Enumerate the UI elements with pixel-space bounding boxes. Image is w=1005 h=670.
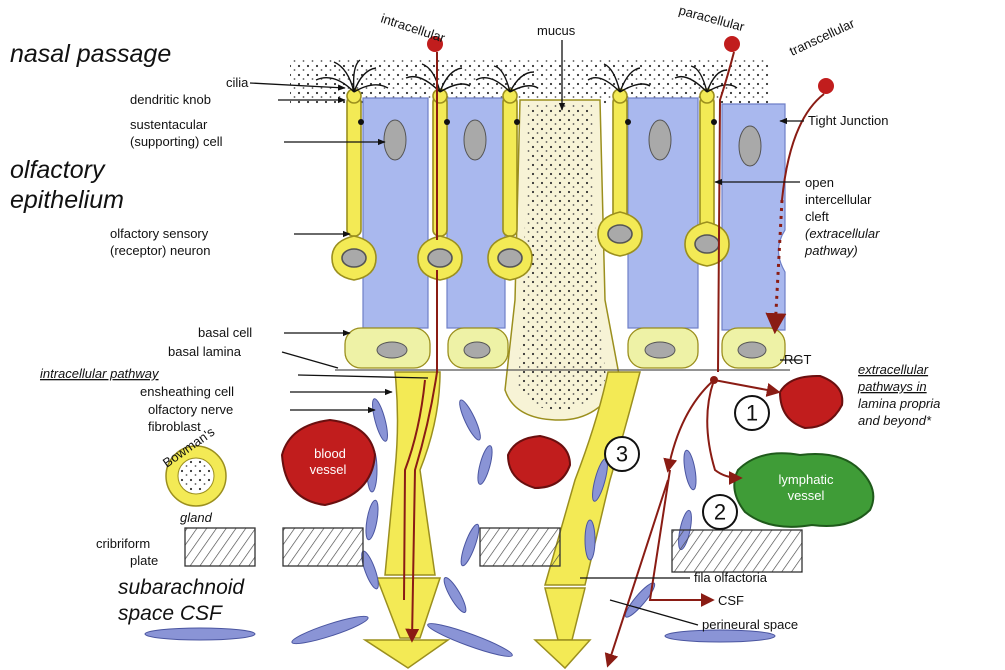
blood-vessel-small bbox=[508, 436, 570, 488]
region-olfactory-line2: epithelium bbox=[10, 186, 124, 214]
label-cilia: cilia bbox=[226, 75, 249, 90]
label-cribriform-2: plate bbox=[130, 553, 158, 568]
label-intracellular: intracellular bbox=[379, 11, 447, 46]
label-extracellular-3: lamina propria bbox=[858, 396, 940, 411]
label-sustentacular-1: sustentacular bbox=[130, 117, 208, 132]
left-fila-tip bbox=[377, 578, 440, 638]
region-nasal-passage: nasal passage bbox=[10, 40, 171, 68]
label-basal-cell: basal cell bbox=[198, 325, 252, 340]
label-fibroblast-2: fibroblast bbox=[148, 419, 201, 434]
right-fila-tip bbox=[545, 588, 585, 640]
label-fibroblast-1: olfactory nerve bbox=[148, 402, 233, 417]
label-csf: CSF bbox=[718, 593, 744, 608]
label-cleft-5: pathway) bbox=[804, 243, 858, 258]
svg-text:2: 2 bbox=[714, 500, 726, 525]
svg-text:3: 3 bbox=[616, 442, 628, 467]
label-lymph-1: lymphatic bbox=[779, 472, 834, 487]
label-dendritic-knob: dendritic knob bbox=[130, 92, 211, 107]
label-fila-olfactoria: fila olfactoria bbox=[694, 570, 768, 585]
label-cleft-3: cleft bbox=[805, 209, 829, 224]
marker-3: 3 bbox=[605, 437, 639, 471]
region-subarachnoid-line2: space CSF bbox=[118, 602, 223, 625]
label-sustentacular-2: (supporting) cell bbox=[130, 134, 223, 149]
label-extracellular-1: extracellular bbox=[858, 362, 929, 377]
label-mucus: mucus bbox=[537, 23, 576, 38]
label-rgt: RGT bbox=[784, 352, 812, 367]
region-subarachnoid-line1: subarachnoid bbox=[118, 576, 245, 599]
right-axon-arrowhead bbox=[535, 640, 590, 668]
label-tight-junction: Tight Junction bbox=[808, 113, 888, 128]
label-paracellular: paracellular bbox=[677, 2, 746, 34]
label-blood-1: blood bbox=[314, 446, 346, 461]
label-ensheathing-cell: ensheathing cell bbox=[140, 384, 234, 399]
label-blood-2: vessel bbox=[310, 462, 347, 477]
label-intracellular-pathway: intracellular pathway bbox=[40, 366, 160, 381]
left-axon-arrowhead bbox=[365, 640, 448, 668]
label-cleft-2: intercellular bbox=[805, 192, 872, 207]
label-gland: gland bbox=[180, 510, 213, 525]
blood-vessel-lamina bbox=[780, 376, 842, 428]
label-cleft-4: (extracellular bbox=[805, 226, 880, 241]
cribriform-plate bbox=[185, 528, 802, 572]
label-extracellular-2: pathways in bbox=[857, 379, 927, 394]
label-basal-lamina: basal lamina bbox=[168, 344, 242, 359]
svg-text:1: 1 bbox=[746, 401, 758, 426]
label-transcellular: transcellular bbox=[787, 15, 857, 58]
region-olfactory-line1: olfactory bbox=[10, 156, 106, 184]
label-perineural-space: perineural space bbox=[702, 617, 798, 632]
label-lymph-2: vessel bbox=[788, 488, 825, 503]
label-extracellular-4: and beyond* bbox=[858, 413, 932, 428]
label-osn-2: (receptor) neuron bbox=[110, 243, 210, 258]
marker-2: 2 bbox=[703, 495, 737, 529]
marker-1: 1 bbox=[735, 396, 769, 430]
label-cribriform-1: cribriform bbox=[96, 536, 150, 551]
label-osn-1: olfactory sensory bbox=[110, 226, 209, 241]
label-cleft-1: open bbox=[805, 175, 834, 190]
